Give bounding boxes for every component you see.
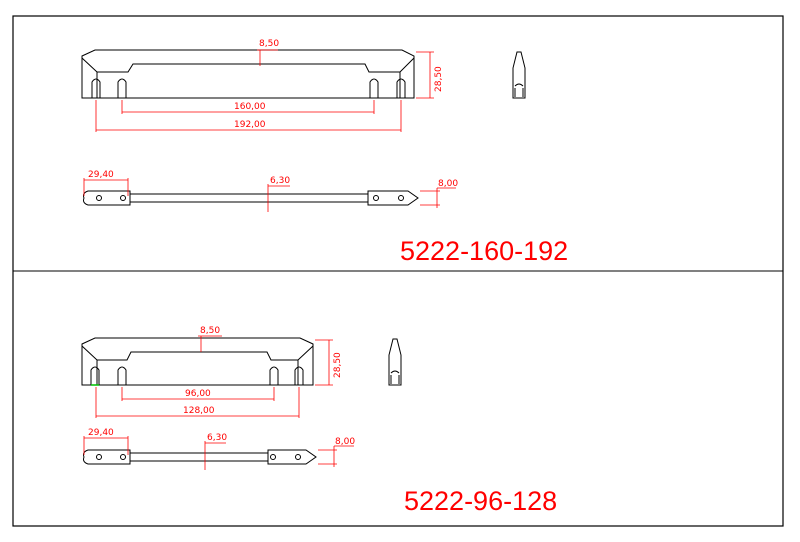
handle-side-view <box>388 338 402 386</box>
dim-outer: 192,00 <box>234 120 266 130</box>
dim-outer: 128,00 <box>183 406 215 416</box>
handle-top-view <box>83 449 317 465</box>
dimensions-front: 8,50 28,50 96,00 128,00 <box>95 326 343 418</box>
handle-top-view <box>83 190 419 206</box>
panel-2: 8,50 28,50 96,00 128,00 <box>81 326 557 516</box>
dim-height: 28,50 <box>333 352 343 378</box>
dim-depth: 8,50 <box>200 326 220 336</box>
handle-front-view <box>81 49 415 99</box>
part-code: 5222-96-128 <box>404 486 557 516</box>
part-code: 5222-160-192 <box>400 236 568 266</box>
dim-end-length: 29,40 <box>88 170 114 180</box>
handle-side-view <box>512 51 526 99</box>
dim-mid-length: 6,30 <box>207 433 227 443</box>
dim-mid-length: 6,30 <box>270 176 290 186</box>
dim-inner: 160,00 <box>234 102 266 112</box>
dimensions-top: 29,40 6,30 8,00 <box>83 170 458 212</box>
dim-end-length: 29,40 <box>88 428 114 438</box>
dimensions-top: 29,40 6,30 8,00 <box>83 428 355 470</box>
dim-thickness: 8,00 <box>438 179 458 189</box>
dim-thickness: 8,00 <box>335 437 355 447</box>
dim-height: 28,50 <box>434 66 444 92</box>
dimensions-front: 8,50 28,50 160,00 192,00 <box>95 39 444 132</box>
dim-depth: 8,50 <box>259 39 279 49</box>
dim-inner: 96,00 <box>185 389 211 399</box>
panel-1: 8,50 28,50 160,00 192,00 <box>81 39 568 266</box>
handle-front-view <box>81 337 314 386</box>
